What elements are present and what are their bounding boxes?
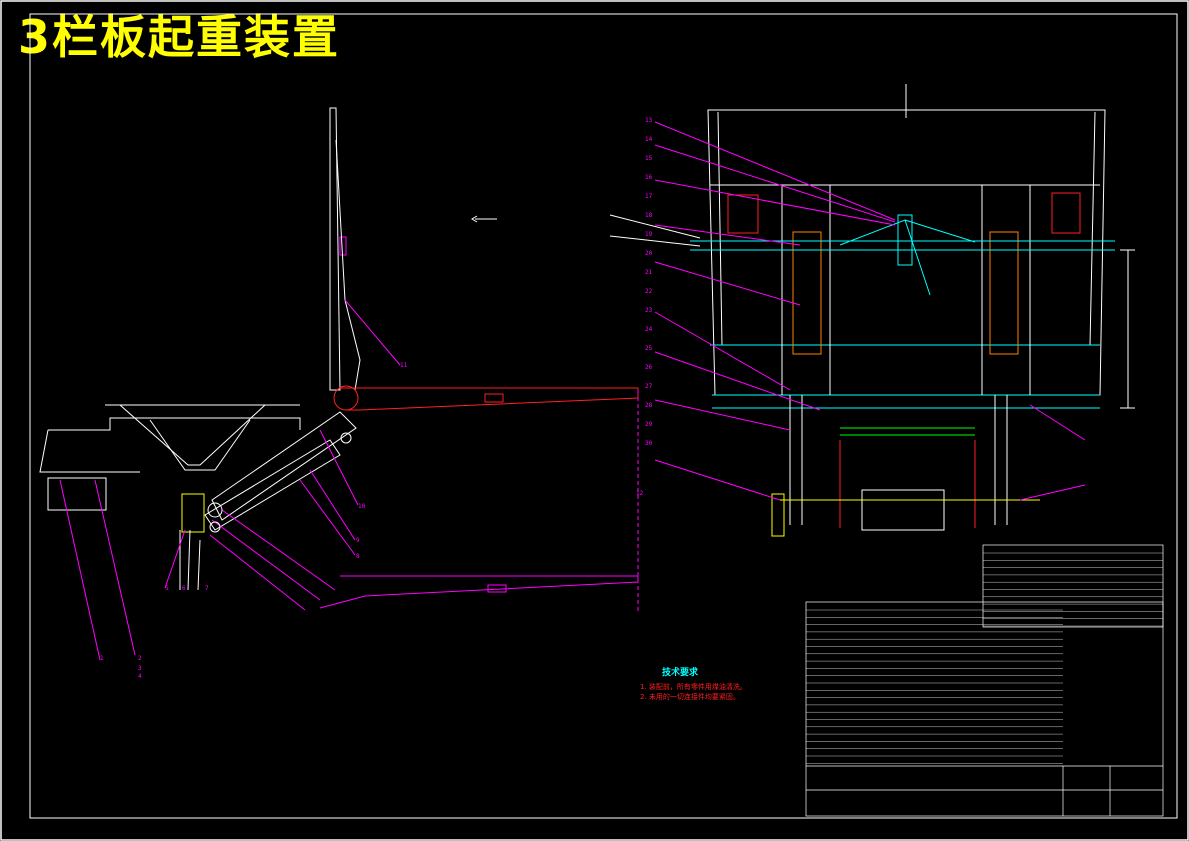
inner-frame — [29, 13, 1178, 819]
technical-requirements: 技术要求 1. 装配前，所有零件用煤油清洗。 2. 未用的一切连接件均要紧固。 — [640, 668, 747, 702]
bom-rows — [806, 552, 1163, 764]
balloon-label-left: 4 — [138, 673, 142, 680]
balloon-label-left: 11 — [400, 362, 408, 369]
balloon-label-right: 14 — [645, 136, 653, 143]
balloon-label-right: 13 — [645, 117, 653, 124]
balloon-label-right: 25 — [645, 345, 653, 352]
balloon-label-right: 27 — [645, 383, 653, 390]
balloon-label-right: 30 — [645, 440, 653, 447]
balloon-label-right: 18 — [645, 212, 653, 219]
balloon-label-right: 17 — [645, 193, 653, 200]
balloon-label-left: 2 — [138, 655, 142, 662]
drawing-title: 3栏板起重装置 — [18, 10, 341, 64]
balloon-label-right: 29 — [645, 421, 653, 428]
balloon-label-right: 15 — [645, 155, 653, 162]
balloon-label-left: 6 — [182, 585, 186, 592]
balloon-label-left: 10 — [358, 503, 366, 510]
balloon-label-left: 3 — [138, 665, 142, 672]
left-view — [39, 107, 639, 661]
tech-item-2: 2. 未用的一切连接件均要紧固。 — [640, 693, 740, 701]
balloon-label-right: 19 — [645, 231, 653, 238]
balloon-label-left: 9 — [356, 537, 360, 544]
balloon-label-right: 20 — [645, 250, 653, 257]
balloons-right: 13 14 15 16 17 18 19 20 21 22 23 24 25 26 27 28 29 30 — [645, 117, 653, 447]
balloon-label-right: 21 — [645, 269, 653, 276]
tech-heading: 技术要求 — [662, 668, 699, 678]
balloon-label-right: 24 — [645, 326, 653, 333]
balloon-label-left: 7 — [205, 585, 209, 592]
bom-tables — [805, 544, 1164, 817]
balloon-label-right: 22 — [645, 288, 653, 295]
balloon-label-right: 23 — [645, 307, 653, 314]
right-view — [609, 84, 1135, 537]
balloon-label-left: 1 — [100, 655, 104, 662]
tech-item-1: 1. 装配前，所有零件用煤油清洗。 — [640, 683, 747, 691]
balloon-label-left: 5 — [165, 585, 169, 592]
balloon-label-right: 28 — [645, 402, 653, 409]
balloon-label-left: 12 — [636, 490, 644, 497]
balloon-label-right: 16 — [645, 174, 653, 181]
balloon-label-left: 8 — [356, 553, 360, 560]
balloon-label-right: 26 — [645, 364, 653, 371]
